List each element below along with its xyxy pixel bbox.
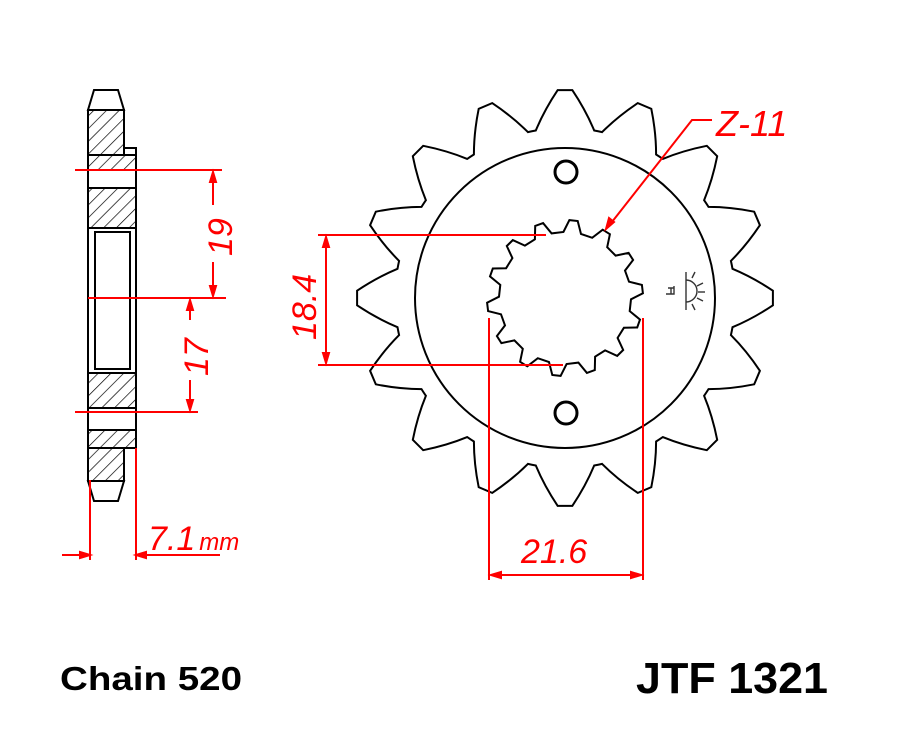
side-view: [86, 89, 137, 502]
dimension-17: 17: [178, 337, 216, 376]
spline-label: Z-11: [715, 103, 787, 144]
sprocket-teeth-outline: [356, 89, 774, 507]
spline-bore-outline: [486, 219, 644, 377]
part-number: JTF 1321: [636, 654, 828, 703]
side-upper-hub: [87, 109, 125, 156]
side-bore-inner: [94, 231, 131, 370]
mounting-hole-top: [553, 159, 579, 185]
side-tooth-top: [86, 89, 126, 111]
front-dimensions: [318, 119, 712, 580]
thickness-value: 7.1: [148, 520, 195, 558]
dimension-spline-width: 21.6: [520, 533, 587, 571]
side-upper-gap: [87, 169, 137, 189]
dimension-spline-height: 18.4: [286, 274, 324, 340]
pitch-circle: [414, 147, 716, 449]
side-lower-block: [87, 372, 137, 409]
thickness-unit: mm: [199, 529, 239, 556]
side-lower-hub: [87, 447, 125, 482]
side-upper-block: [87, 187, 137, 229]
dimension-19: 19: [202, 218, 240, 256]
chain-label: Chain 520: [60, 660, 242, 697]
front-view: [356, 89, 774, 507]
side-tooth-bottom: [86, 480, 126, 502]
side-dimensions: [62, 168, 226, 560]
side-lower-collar: [87, 429, 137, 449]
side-upper-collar: [87, 154, 137, 171]
mounting-hole-bottom: [553, 400, 579, 426]
jt-sun-logo-icon: [666, 271, 705, 311]
